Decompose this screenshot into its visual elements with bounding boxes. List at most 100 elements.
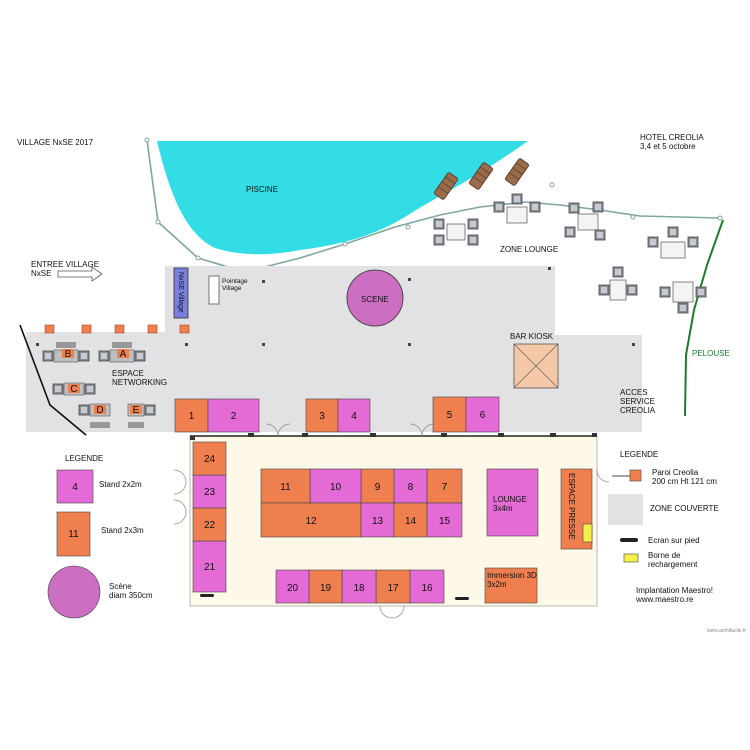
svg-text:11: 11 xyxy=(280,482,291,493)
stand-21: 21 xyxy=(192,540,227,593)
svg-text:D: D xyxy=(96,405,103,416)
lounge-size: 3x4m xyxy=(493,504,513,513)
stand-14: 14 xyxy=(393,502,428,538)
svg-text:B: B xyxy=(65,349,72,360)
credit-line-1: Implantation Maestro! xyxy=(636,586,713,595)
scene xyxy=(346,269,404,327)
stand-18: 18 xyxy=(341,569,377,604)
networking-label-1: ESPACE xyxy=(112,369,144,378)
credit-line-2: www.maestro.re xyxy=(635,595,694,604)
stand-5: 5 xyxy=(432,396,467,433)
stand-11: 11 xyxy=(260,468,311,504)
pool-label: PISCINE xyxy=(246,185,278,194)
acces-label-3: CREOLIA xyxy=(620,406,656,415)
paroi-markers-top xyxy=(44,324,190,334)
svg-text:12: 12 xyxy=(305,516,317,527)
lounge-label: LOUNGE xyxy=(493,495,527,504)
acces-label-1: ACCES xyxy=(620,388,648,397)
stand-10: 10 xyxy=(309,468,362,504)
pointage-desk xyxy=(208,275,220,305)
stand-20: 20 xyxy=(275,569,310,604)
svg-text:21: 21 xyxy=(204,562,216,573)
legend-scene-1: Scène xyxy=(109,582,132,591)
espace-presse-borne xyxy=(582,523,593,543)
svg-text:14: 14 xyxy=(405,516,417,527)
legend-scene-2: diam 350cm xyxy=(109,591,153,600)
hall-posts xyxy=(190,433,597,440)
immersion-label: Immersion 3D xyxy=(487,571,537,580)
stand-22: 22 xyxy=(192,507,227,542)
entree-label-1: ENTREE VILLAGE xyxy=(31,260,99,269)
svg-text:2: 2 xyxy=(231,411,237,422)
covered-zone-posts xyxy=(36,267,635,346)
svg-text:1: 1 xyxy=(189,411,195,422)
svg-text:6: 6 xyxy=(480,410,486,421)
legend-right: LEGENDE Paroi Creolia 200 cm Ht 121 cm Z… xyxy=(608,450,719,569)
networking-label-2: NETWORKING xyxy=(112,378,167,387)
svg-text:24: 24 xyxy=(204,454,216,465)
networking-table-labels: B A C D E xyxy=(62,349,142,416)
svg-text:C: C xyxy=(70,384,77,395)
immersion-area xyxy=(484,567,538,604)
legend-borne-2: rechargement xyxy=(648,560,698,569)
entry-arrow xyxy=(57,266,103,282)
legend-2x3-label: Stand 2x3m xyxy=(101,526,144,535)
svg-text:18: 18 xyxy=(353,583,365,594)
stand-13: 13 xyxy=(360,502,395,538)
acces-label-2: SERVICE xyxy=(620,397,655,406)
lounge-furniture xyxy=(433,193,707,314)
stand-2: 2 xyxy=(207,398,260,433)
stand-9: 9 xyxy=(360,468,395,504)
pool xyxy=(157,141,528,255)
legend-2x3-num: 11 xyxy=(68,529,79,540)
sign-text: NxSE Village xyxy=(177,272,184,313)
immersion-size: 3x2m xyxy=(487,580,507,589)
pointage-label-2: Village xyxy=(222,285,242,292)
doors xyxy=(173,423,610,619)
legend-2x2-num: 4 xyxy=(72,482,78,493)
watermark: www.archifacile.fr xyxy=(707,628,746,634)
hotel-name: HOTEL CREOLIA xyxy=(640,133,704,142)
stand-17: 17 xyxy=(375,569,411,604)
espace-presse-label: ESPACE PRESSE xyxy=(567,473,576,540)
svg-text:10: 10 xyxy=(330,482,342,493)
svg-text:7: 7 xyxy=(442,482,448,493)
zone-lounge-label: ZONE LOUNGE xyxy=(500,245,558,254)
entree-label-2: NxSE xyxy=(31,269,51,278)
legend-left: LEGENDE 4 Stand 2x2m 11 Stand 2x3m Scène… xyxy=(47,454,153,619)
stands: 1 2 3 4 5 6 7 8 9 10 11 12 13 14 15 16 1… xyxy=(174,396,500,604)
svg-text:13: 13 xyxy=(372,516,384,527)
legend-paroi-2: 200 cm Ht 121 cm xyxy=(652,477,717,486)
svg-text:8: 8 xyxy=(408,482,414,493)
stand-6: 6 xyxy=(465,396,500,433)
svg-text:23: 23 xyxy=(204,487,216,498)
pointage-label-1: Pointage xyxy=(222,278,248,285)
legend-paroi-1: Paroi Creolia xyxy=(652,468,699,477)
legend-right-title: LEGENDE xyxy=(620,450,658,459)
stand-4: 4 xyxy=(337,398,371,433)
svg-text:5: 5 xyxy=(447,410,453,421)
stand-16: 16 xyxy=(409,569,445,604)
legend-left-title: LEGENDE xyxy=(65,454,103,463)
legend-2x2-label: Stand 2x2m xyxy=(99,480,142,489)
legend-borne-1: Borne de xyxy=(648,551,681,560)
svg-text:19: 19 xyxy=(320,583,332,594)
scene-label: SCENE xyxy=(361,295,389,304)
stand-12: 12 xyxy=(260,502,362,538)
pelouse-label: PELOUSE xyxy=(692,349,730,358)
svg-text:E: E xyxy=(133,405,140,416)
stand-24: 24 xyxy=(192,441,227,476)
legend-zone-couverte: ZONE COUVERTE xyxy=(650,504,719,513)
bar-kiosk-label: BAR KIOSK xyxy=(510,332,554,341)
pelouse-line xyxy=(684,219,724,417)
stand-23: 23 xyxy=(192,474,227,509)
stand-8: 8 xyxy=(393,468,428,504)
svg-text:9: 9 xyxy=(375,482,381,493)
svg-text:15: 15 xyxy=(439,516,451,527)
svg-text:22: 22 xyxy=(204,520,216,531)
svg-text:4: 4 xyxy=(351,411,357,422)
svg-text:16: 16 xyxy=(421,583,433,594)
entry-wall xyxy=(19,324,87,436)
